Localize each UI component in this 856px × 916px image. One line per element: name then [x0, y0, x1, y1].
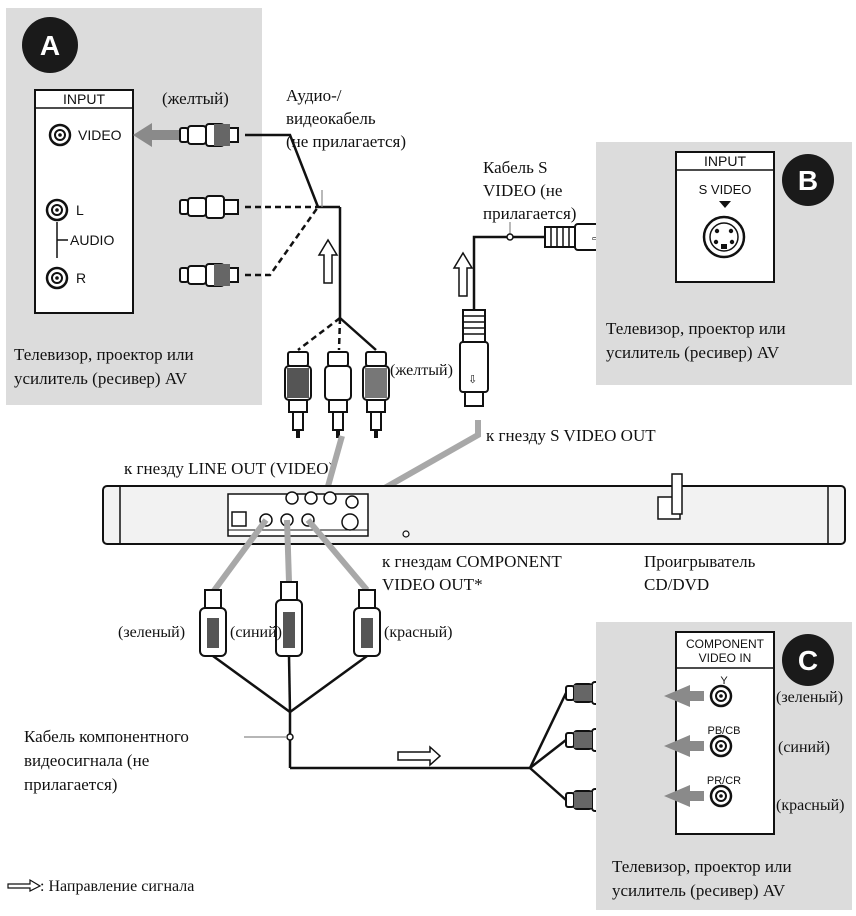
signal-direction-legend: : Направление сигнала: [7, 878, 194, 895]
jack-r-label: R: [76, 270, 86, 286]
av-cable-label-line2: видеокабель: [286, 109, 376, 128]
audio-r-jack-icon: [45, 266, 69, 290]
player-label-line2: CD/DVD: [644, 575, 709, 594]
component-plug-green-down: [199, 589, 227, 657]
panel-c-device-line1: Телевизор, проектор или: [612, 857, 792, 876]
label-yellow-mid: (желтый): [390, 362, 453, 379]
panel-c-header-line1: COMPONENT: [686, 637, 765, 651]
label-red: (красный): [384, 624, 453, 641]
component-plug-red-down: [353, 589, 381, 657]
panel-b-device-line1: Телевизор, проектор или: [606, 319, 786, 338]
jack-audio-label: AUDIO: [70, 232, 114, 248]
panel-a-device-line2: усилитель (ресивер) AV: [14, 369, 188, 388]
component-cable-label-line2: видеосигнала (не: [24, 751, 149, 770]
player-body: [102, 485, 846, 545]
component-cable: [199, 518, 625, 812]
component-pr-jack-icon: [709, 784, 733, 808]
component-pb-jack-icon: [709, 734, 733, 758]
svideo-cable-label-line3: прилагается): [483, 204, 576, 223]
panel-c: C COMPONENT VIDEO IN Y PB/CB PR/CR (зеле…: [596, 622, 852, 910]
signal-arrow-y-icon: [664, 685, 704, 707]
panel-a-device-line1: Телевизор, проектор или: [14, 345, 194, 364]
label-to-component-line1: к гнездам COMPONENT: [382, 552, 562, 571]
panel-b-device-line2: усилитель (ресивер) AV: [606, 343, 780, 362]
panel-c-blue-label: (синий): [778, 739, 830, 756]
rca-plug-white: [179, 195, 239, 219]
signal-arrow-pb-icon: [664, 735, 704, 757]
svideo-cable-label-line2: VIDEO (не: [483, 181, 562, 200]
signal-direction-icon: [7, 878, 42, 892]
panel-b-input-header: INPUT: [704, 153, 746, 169]
component-plug-blue-down: [275, 581, 303, 657]
badge-c: [782, 634, 834, 686]
component-y-jack-icon: [709, 684, 733, 708]
panel-c-green-label: (зеленый): [776, 689, 843, 706]
panel-b: B INPUT S VIDEO Телевизор, проектор или …: [596, 142, 852, 385]
audio-l-jack-icon: [45, 198, 69, 222]
badge-b-letter: B: [798, 165, 818, 196]
rear-jack-panel: [227, 493, 369, 537]
signal-right-arrow-component-icon: [397, 745, 442, 767]
badge-a-letter: A: [40, 30, 60, 61]
svideo-cable-label-line1: Кабель S: [483, 158, 548, 177]
component-cable-label-line3: прилагается): [24, 775, 117, 794]
signal-direction-label: : Направление сигнала: [40, 878, 194, 895]
video-jack-icon: [48, 123, 72, 147]
panel-c-red-label: (красный): [776, 797, 845, 814]
signal-up-arrow-av-icon: [317, 238, 339, 284]
cd-dvd-player: [102, 473, 846, 545]
panel-b-svideo-label: S VIDEO: [699, 182, 752, 197]
jack-y-label: Y: [720, 675, 728, 687]
rca-plug-down-white: [324, 351, 352, 439]
panel-c-header-line2: VIDEO IN: [699, 651, 752, 665]
av-cable-label-line3: (не прилагается): [286, 132, 406, 151]
jack-pr-label: PR/CR: [707, 775, 741, 787]
label-green: (зеленый): [118, 624, 185, 641]
component-cable-label-line1: Кабель компонентного: [24, 727, 189, 746]
svideo-jack-icon: [702, 215, 746, 259]
badge-b: [782, 154, 834, 206]
signal-up-arrow-svideo-icon: [452, 251, 474, 297]
label-yellow-top: (желтый): [162, 89, 229, 108]
svg-text:⇩: ⇩: [468, 374, 477, 386]
jack-l-label: L: [76, 202, 84, 218]
badge-c-letter: C: [798, 645, 818, 676]
panel-a-input-header: INPUT: [63, 91, 105, 107]
player-label-line1: Проигрыватель: [644, 552, 756, 571]
signal-arrow-pr-icon: [664, 785, 704, 807]
label-blue: (синий): [230, 624, 282, 641]
badge-a: [22, 17, 78, 73]
label-to-svideo-out: к гнезду S VIDEO OUT: [486, 426, 656, 445]
av-cable-label-line1: Аудио-/: [286, 86, 342, 105]
power-cord: [671, 473, 683, 515]
jack-pb-label: PB/CB: [707, 725, 740, 737]
signal-arrow-video-icon: [133, 123, 180, 147]
label-to-line-out: к гнезду LINE OUT (VIDEO): [124, 459, 334, 478]
jack-video-label: VIDEO: [78, 127, 122, 143]
panel-c-device-line2: усилитель (ресивер) AV: [612, 881, 786, 900]
av-cable: [179, 123, 390, 439]
label-to-component-line2: VIDEO OUT*: [382, 575, 483, 594]
